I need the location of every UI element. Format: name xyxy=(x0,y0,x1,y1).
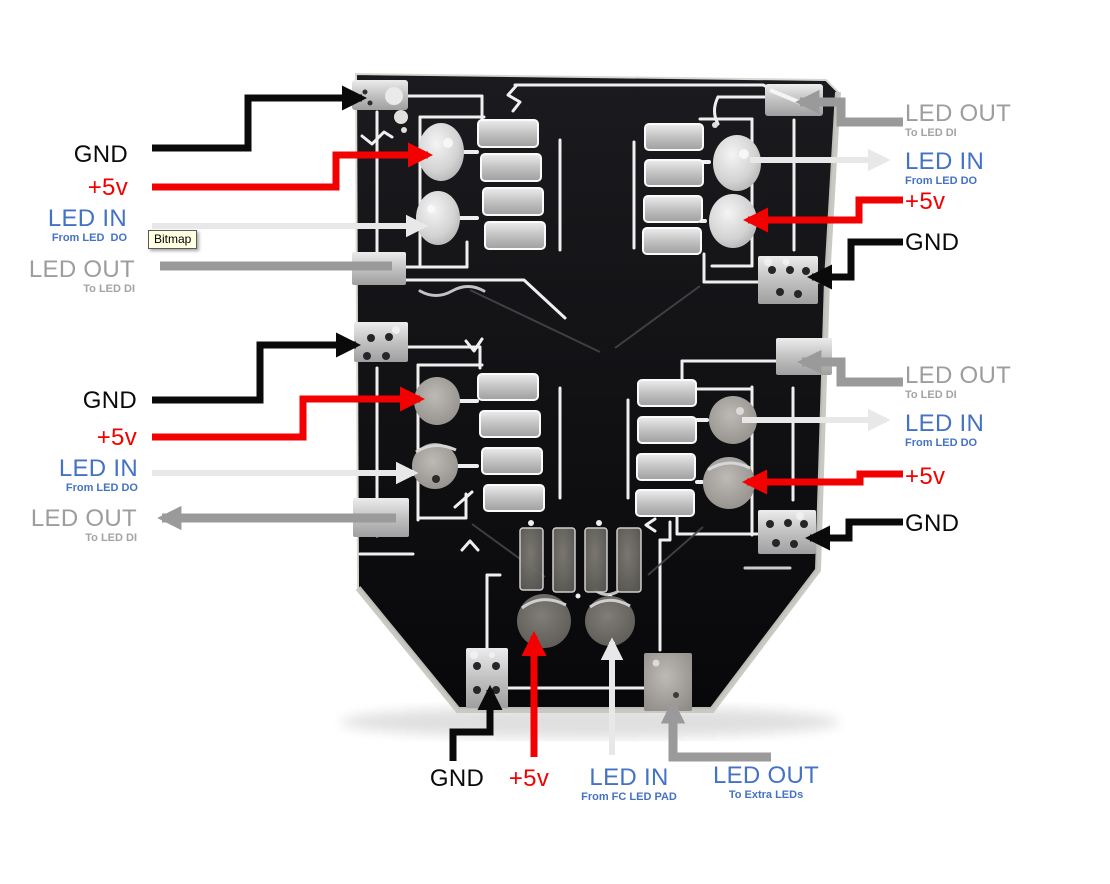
label-top-left-gnd: GND xyxy=(73,141,128,168)
arrow-mid-right-5v xyxy=(741,469,903,495)
arrow-top-left-gnd xyxy=(152,85,368,152)
arrow-top-right-gnd xyxy=(806,238,903,290)
pads-bottom xyxy=(466,520,692,711)
arrow-mid-left-gnd xyxy=(152,332,362,404)
label-bottom-ledin: LED IN From FC LED PAD xyxy=(581,764,677,804)
label-mid-right-5v: +5v xyxy=(905,463,946,490)
arrow-mid-right-ledout xyxy=(797,349,903,387)
annotation-arrows xyxy=(152,85,903,762)
solder-pad-gnd-holes xyxy=(354,322,408,362)
arrow-top-right-5v xyxy=(742,196,903,233)
label-mid-left-5v: +5v xyxy=(96,424,137,451)
label-top-right-ledin: LED IN From LED DO xyxy=(905,148,985,188)
pads-top-right xyxy=(642,84,823,304)
label-mid-right-ledin: LED IN From LED DO xyxy=(905,410,985,450)
solder-pad-ledout xyxy=(776,338,832,375)
solder-pad-ledout-bottom xyxy=(644,653,692,711)
label-bottom-5v: +5v xyxy=(508,765,550,792)
solder-pad-ledin xyxy=(416,191,460,245)
label-mid-right-gnd: GND xyxy=(905,510,960,537)
label-top-left-5v: +5v xyxy=(87,174,128,201)
label-bottom-gnd: GND xyxy=(429,765,485,792)
board-edge-highlight xyxy=(355,91,841,713)
solder-pad-ledin-bottom xyxy=(585,596,635,646)
arrow-mid-left-5v xyxy=(152,386,426,441)
label-mid-right-ledout: LED OUT To LED DI xyxy=(905,362,1012,402)
label-top-right-ledout: LED OUT To LED DI xyxy=(905,100,1012,140)
label-mid-left-gnd: GND xyxy=(82,387,137,414)
bitmap-tooltip: Bitmap xyxy=(148,230,198,249)
label-top-right-gnd: GND xyxy=(905,229,960,256)
label-bottom-ledout: LED OUT To Extra LEDs xyxy=(712,762,820,802)
arrow-top-left-5v xyxy=(152,142,434,191)
solder-pad-gnd-holes xyxy=(758,510,816,554)
label-mid-left-ledout: LED OUT To LED DI xyxy=(30,505,137,545)
arrow-mid-right-gnd xyxy=(804,518,903,551)
arrow-bottom-gnd xyxy=(449,684,503,761)
arrow-top-right-ledout xyxy=(795,89,903,127)
silkscreen-traces xyxy=(358,83,828,690)
label-top-left-ledin: LED IN From LED DO xyxy=(47,205,127,245)
arrow-bottom-ledout xyxy=(660,699,771,762)
label-top-left-ledout: LED OUT To LED DI xyxy=(28,256,135,296)
label-mid-left-ledin: LED IN From LED DO xyxy=(58,455,138,495)
label-top-right-5v: +5v xyxy=(905,188,946,215)
